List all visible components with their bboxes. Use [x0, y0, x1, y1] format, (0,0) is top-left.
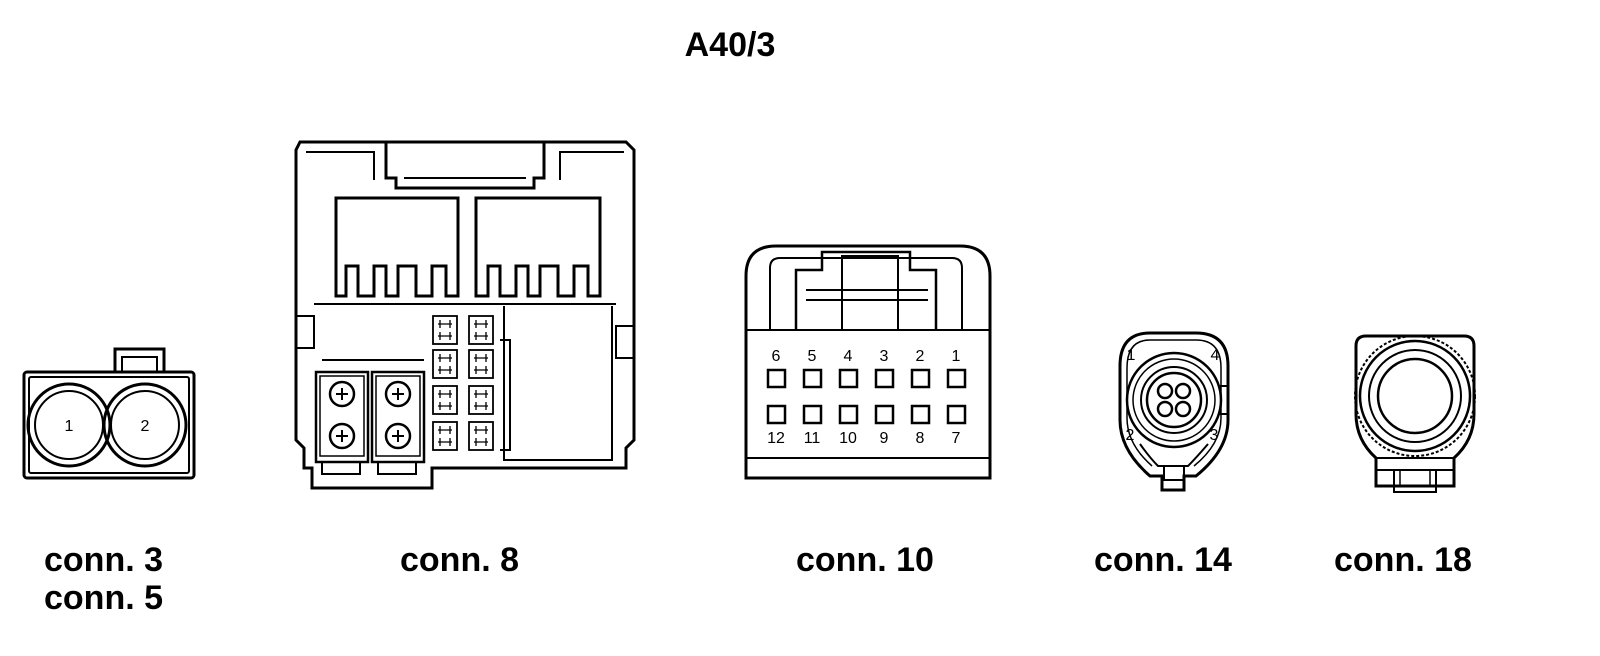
pin-label: 1 — [65, 418, 74, 435]
connector-14 — [1118, 331, 1230, 492]
pin-label: 1 — [1127, 347, 1136, 364]
pin-label: 2 — [916, 348, 925, 365]
caption-conn-3: conn. 3 — [44, 541, 164, 579]
pin-label: 2 — [141, 418, 150, 435]
caption-conn-18: conn. 18 — [1334, 541, 1472, 579]
pin-label: 4 — [1211, 347, 1220, 364]
diagram-title: A40/3 — [684, 26, 776, 64]
connector-8 — [294, 140, 636, 490]
pin-label: 2 — [1126, 427, 1135, 444]
caption-conn-8: conn. 8 — [400, 541, 520, 579]
pin-label: 11 — [804, 430, 821, 447]
pin-label: 4 — [844, 348, 853, 365]
pin-label: 10 — [839, 430, 857, 447]
caption-conn-14: conn. 14 — [1094, 541, 1232, 579]
pin-label: 1 — [952, 348, 961, 365]
connector-3-5 — [22, 347, 196, 480]
connector-18 — [1354, 334, 1476, 493]
pin-label: 7 — [952, 430, 961, 447]
pin-label: 6 — [772, 348, 781, 365]
pin-label: 3 — [880, 348, 889, 365]
pin-2-socket — [102, 382, 188, 468]
pin-label: 5 — [808, 348, 817, 365]
pin-label: 3 — [1210, 427, 1219, 444]
pin-label: 9 — [880, 430, 889, 447]
pin-label: 12 — [767, 430, 785, 447]
caption-conn-5: conn. 5 — [44, 579, 164, 617]
caption-conn-10: conn. 10 — [796, 541, 934, 579]
pin-label: 8 — [916, 430, 925, 447]
connector-10 — [744, 244, 992, 480]
